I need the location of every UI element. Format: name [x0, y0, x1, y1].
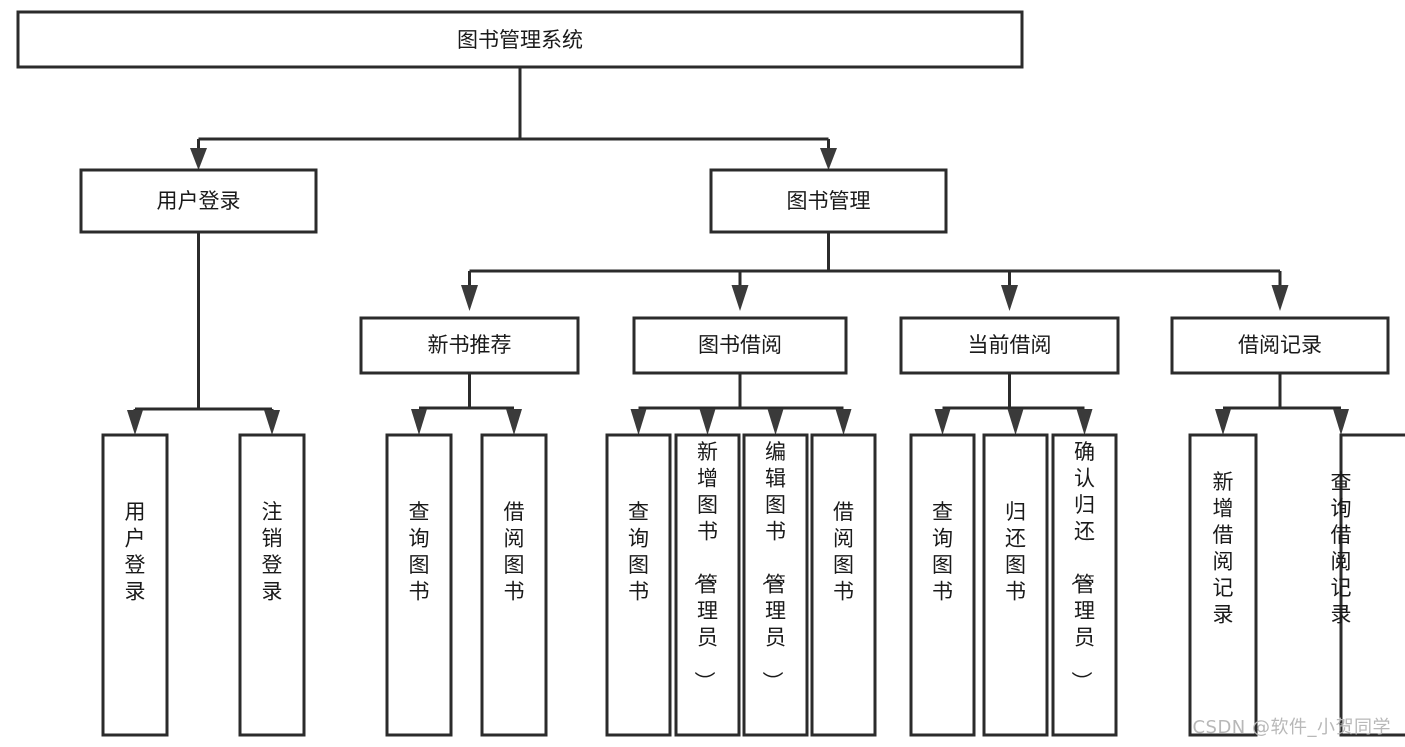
leaf-borrow-book-1-label: 借阅图书: [504, 500, 525, 604]
leaf-logout-label: 注销登录: [262, 500, 283, 604]
leaf-borrow-book-2-label: 借阅图书: [833, 500, 854, 604]
leaf-node-user-login[interactable]: 用户登录: [101, 433, 169, 737]
node-borrow-record-label: 借阅记录: [1238, 333, 1322, 357]
node-user-login[interactable]: 用户登录: [79, 168, 318, 234]
leaf-add-book-box[interactable]: [674, 433, 741, 737]
leaf-return-book-box[interactable]: [982, 433, 1049, 737]
leaf-logout-box[interactable]: [238, 433, 306, 737]
node-borrow-record[interactable]: 借阅记录: [1170, 316, 1390, 375]
node-book-borrow-box[interactable]: [632, 316, 848, 375]
leaf-confirm-return-label: 确认归还（管理员）: [1069, 440, 1095, 692]
node-book-borrow-label: 图书借阅: [698, 333, 782, 357]
node-book-management[interactable]: 图书管理: [709, 168, 948, 234]
leaf-borrow-book-2-box[interactable]: [810, 433, 877, 737]
leaf-return-book-label: 归还图书: [1005, 500, 1026, 604]
node-current-borrow[interactable]: 当前借阅: [899, 316, 1120, 375]
leaf-user-login-box[interactable]: [101, 433, 169, 737]
leaf-add-book-label: 新增图书（管理员）: [692, 440, 718, 692]
leaf-query-book-2-box[interactable]: [605, 433, 672, 737]
leaf-node-confirm-return[interactable]: 确认归还（管理员）: [1051, 433, 1118, 737]
node-book-management-label: 图书管理: [787, 189, 871, 213]
csdn-watermark: CSDN @软件_小贺同学: [1192, 717, 1391, 738]
node-root[interactable]: 图书管理系统: [16, 10, 1024, 69]
arrow-head-leaf-query-book-3: [934, 409, 951, 435]
leaf-query-book-1-box[interactable]: [385, 433, 453, 737]
leaf-edit-book-label: 编辑图书（管理员）: [760, 440, 786, 692]
node-current-borrow-box[interactable]: [899, 316, 1120, 375]
leaf-query-book-2-label: 查询图书: [628, 500, 649, 604]
leaf-node-return-book[interactable]: 归还图书: [982, 433, 1049, 737]
node-new-book-recommend-label: 新书推荐: [428, 333, 512, 357]
arrow-head-leaf-query-record: [1333, 409, 1349, 435]
node-book-borrow[interactable]: 图书借阅: [632, 316, 848, 375]
node-book-management-box[interactable]: [709, 168, 948, 234]
leaf-add-record-label: 新增借阅记录: [1213, 470, 1234, 627]
arrow-head-user-login: [190, 148, 207, 170]
leaf-user-login-label: 用户登录: [125, 500, 146, 604]
leaf-node-query-record[interactable]: 查询借阅记录: [1331, 433, 1405, 737]
leaf-node-query-book-3[interactable]: 查询图书: [909, 433, 976, 737]
arrow-head-leaf-query-book-2: [630, 409, 647, 435]
arrow-head-leaf-query-book-1: [411, 409, 427, 435]
arrow-head-leaf-add-book: [699, 409, 716, 435]
node-new-book-recommend[interactable]: 新书推荐: [359, 316, 580, 375]
leaf-node-borrow-book-1[interactable]: 借阅图书: [480, 433, 548, 737]
leaf-query-record-label: 查询借阅记录: [1331, 470, 1352, 627]
arrow-head-new-book-recommend: [461, 285, 478, 311]
leaf-confirm-return-box[interactable]: [1051, 433, 1118, 737]
leaf-query-book-3-label: 查询图书: [932, 500, 953, 604]
leaf-edit-book-box[interactable]: [742, 433, 809, 737]
leaf-borrow-book-1-box[interactable]: [480, 433, 548, 737]
node-root-box[interactable]: [16, 10, 1024, 69]
arrow-head-leaf-confirm-return: [1076, 409, 1093, 435]
arrow-head-leaf-return-book: [1007, 409, 1024, 435]
leaf-node-query-book-1[interactable]: 查询图书: [385, 433, 453, 737]
leaf-node-add-book[interactable]: 新增图书（管理员）: [674, 433, 741, 737]
node-user-login-label: 用户登录: [157, 189, 241, 213]
leaf-node-logout[interactable]: 注销登录: [238, 433, 306, 737]
leaf-node-query-book-2[interactable]: 查询图书: [605, 433, 672, 737]
arrow-head-leaf-add-record: [1215, 409, 1231, 435]
leaf-query-book-1-label: 查询图书: [409, 500, 430, 604]
arrow-head-current-borrow: [1001, 285, 1018, 311]
arrow-head-leaf-borrow-book-2: [835, 409, 852, 435]
node-user-login-box[interactable]: [79, 168, 318, 234]
arrow-head-borrow-record: [1271, 285, 1289, 311]
node-borrow-record-box[interactable]: [1170, 316, 1390, 375]
node-root-label: 图书管理系统: [457, 28, 583, 52]
leaf-add-record-box[interactable]: [1188, 433, 1258, 737]
node-new-book-recommend-box[interactable]: [359, 316, 580, 375]
arrow-head-leaf-borrow-book-1: [506, 409, 522, 435]
leaf-node-add-record[interactable]: 新增借阅记录: [1188, 433, 1258, 737]
arrow-head-book-management: [820, 148, 837, 170]
arrow-head-leaf-user-login: [127, 410, 143, 435]
leaf-node-edit-book[interactable]: 编辑图书（管理员）: [742, 433, 809, 737]
leaf-node-borrow-book-2[interactable]: 借阅图书: [810, 433, 877, 737]
connector-layer: [127, 67, 1349, 435]
node-current-borrow-label: 当前借阅: [968, 333, 1052, 357]
arrow-head-book-borrow: [731, 285, 749, 311]
leaf-query-book-3-box[interactable]: [909, 433, 976, 737]
arrow-head-leaf-edit-book: [767, 409, 784, 435]
arrow-head-leaf-logout: [264, 410, 280, 435]
leaf-query-record-box[interactable]: [1339, 433, 1405, 737]
